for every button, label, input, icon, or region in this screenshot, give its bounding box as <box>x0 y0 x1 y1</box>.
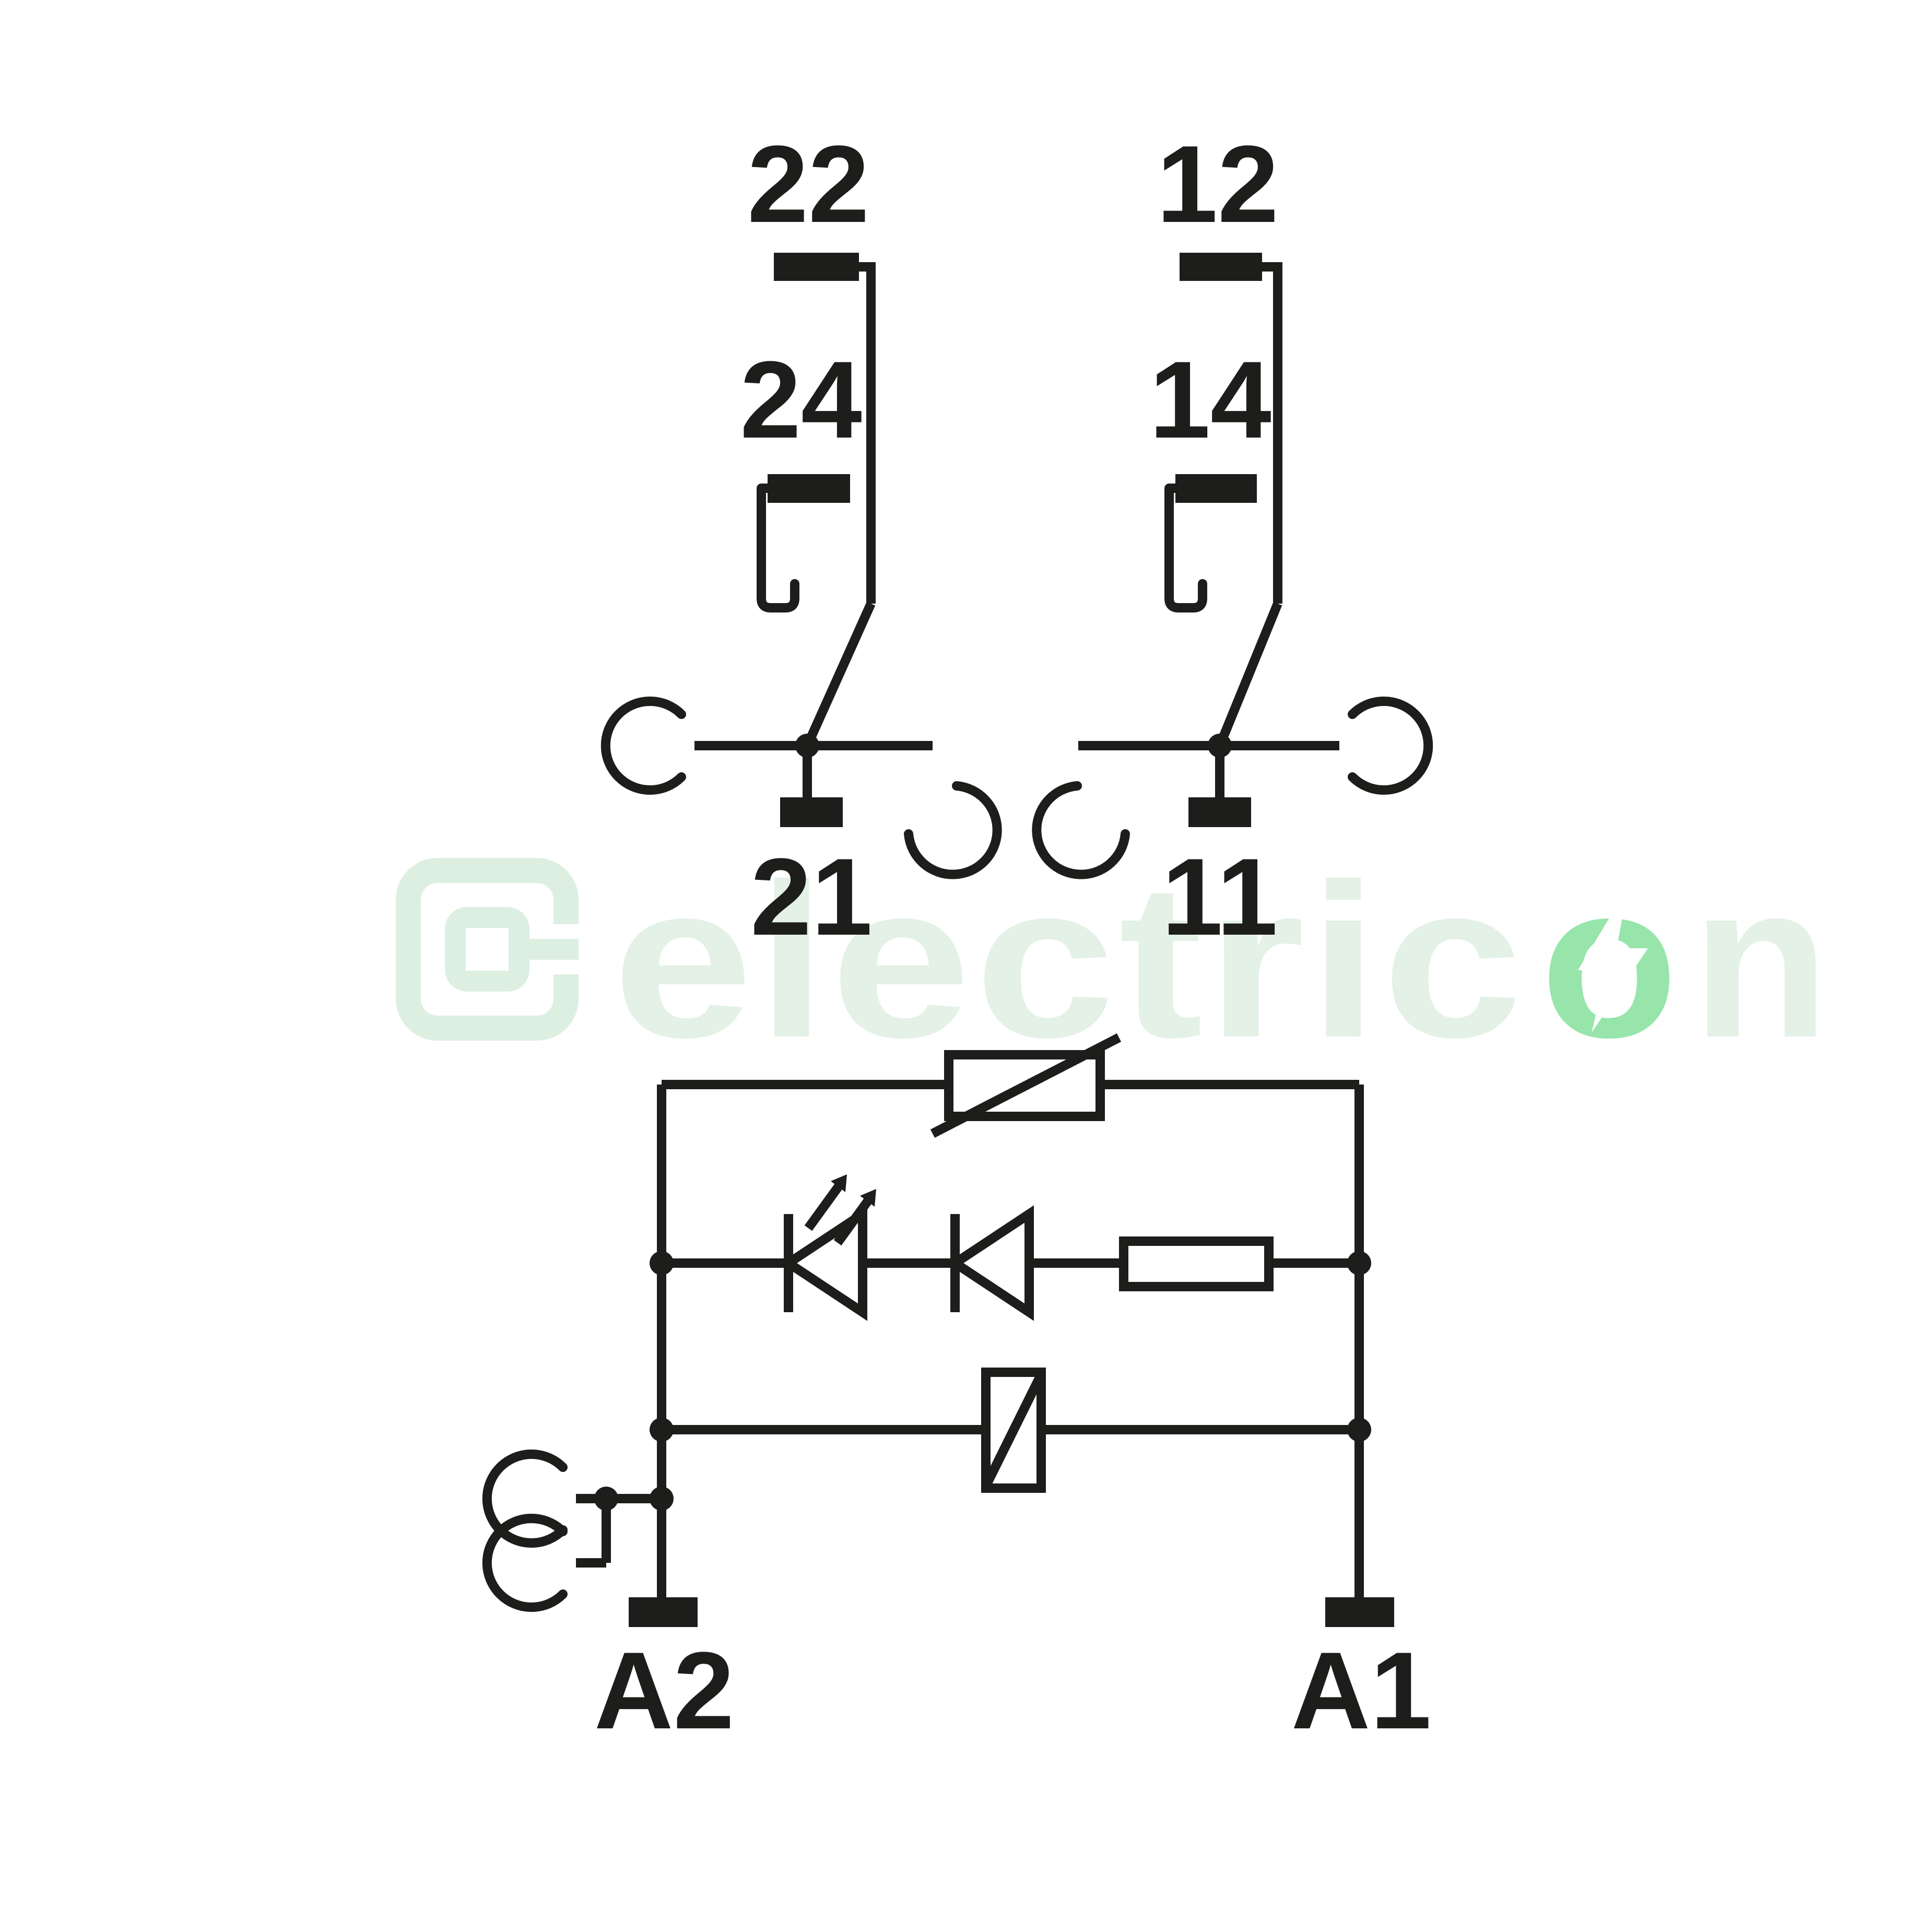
terminal-label-21: 21 <box>750 835 873 958</box>
socket-arc-left-lower <box>904 781 1002 879</box>
logo-inner-square <box>445 907 529 992</box>
wire-22-down <box>859 262 876 604</box>
led-arrowhead-2 <box>860 1189 876 1207</box>
terminal-label-22: 22 <box>747 123 869 245</box>
diode-symbol <box>946 1205 1034 1321</box>
terminal-bar-a1 <box>1325 1597 1394 1627</box>
terminal-label-a2: A2 <box>594 1629 734 1752</box>
socket-arc-left <box>600 697 686 795</box>
led-arrow-2 <box>833 1198 872 1246</box>
lightning-bolt-icon <box>1578 887 1648 1033</box>
coil-diagonal <box>981 1372 1046 1488</box>
coil-circuit: A2 A1 <box>482 1033 1431 1752</box>
watermark-logo-icon <box>396 858 590 1041</box>
switch-arm-right <box>1215 602 1282 748</box>
terminal-label-11: 11 <box>1162 835 1278 958</box>
terminal-bar-21 <box>780 797 843 827</box>
terminal-bar-14 <box>1175 474 1257 503</box>
terminal-bar-24 <box>768 474 850 503</box>
switch-arm-left <box>803 602 876 748</box>
socket-arc-a2-upper <box>482 1450 568 1548</box>
contact-right: 12 14 11 <box>1032 123 1433 958</box>
terminal-label-12: 12 <box>1157 123 1279 245</box>
watermark-text-n: n <box>1692 839 1833 1083</box>
resistor-symbol <box>1119 1236 1274 1291</box>
junction-dot <box>594 1487 618 1511</box>
junction-dot <box>650 1251 674 1275</box>
a2-socket-connections <box>482 1450 674 1612</box>
led-arrow-1 <box>804 1183 843 1231</box>
relay-coil-symbol <box>981 1368 1046 1493</box>
terminal-label-14: 14 <box>1149 338 1271 461</box>
varistor-diagonal <box>930 1033 1122 1138</box>
terminal-bar-11 <box>1188 797 1251 827</box>
socket-arc-right-lower <box>1032 781 1130 879</box>
watermark-text-electric: electric <box>612 839 1526 1083</box>
varistor-symbol <box>930 1033 1122 1138</box>
no-contact-hook-14 <box>1164 484 1207 612</box>
socket-arc-a2-lower <box>482 1514 568 1612</box>
led-arrowhead-1 <box>831 1174 847 1192</box>
no-contact-hook-24 <box>757 484 799 612</box>
terminal-bar-12 <box>1180 253 1262 281</box>
led-symbol <box>780 1174 876 1321</box>
junction-dot <box>1347 1418 1371 1442</box>
terminal-label-a1: A1 <box>1291 1629 1431 1752</box>
junction-dot <box>650 1487 674 1511</box>
contact-left: 22 24 21 <box>600 123 1002 958</box>
terminal-bar-22 <box>774 253 859 281</box>
socket-arc-right <box>1348 697 1433 795</box>
diode-triangle <box>946 1205 1034 1321</box>
wire-12-down <box>1262 262 1282 604</box>
junction-dot <box>650 1418 674 1442</box>
junction-dot <box>1347 1251 1371 1275</box>
terminal-label-24: 24 <box>740 338 862 461</box>
terminal-bar-a2 <box>629 1597 698 1627</box>
watermark: electric o n <box>396 839 1833 1083</box>
